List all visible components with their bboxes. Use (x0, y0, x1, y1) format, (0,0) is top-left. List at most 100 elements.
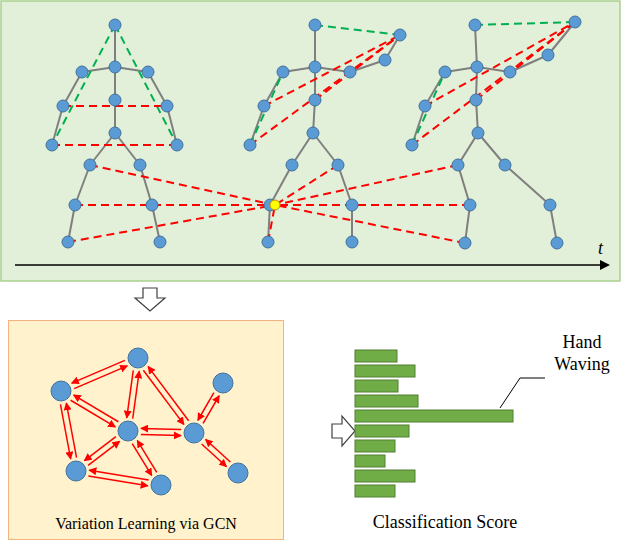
score-bar (355, 455, 385, 467)
joint (309, 19, 321, 31)
red-arrow (74, 395, 119, 422)
red-link (275, 165, 338, 205)
joint (84, 159, 96, 171)
right-arrow (332, 416, 355, 446)
score-bar (355, 470, 415, 482)
red-link (275, 204, 470, 206)
graph-node (118, 421, 138, 441)
joint (142, 66, 154, 78)
joint (332, 159, 344, 171)
red-link (75, 204, 275, 206)
joint (161, 100, 173, 112)
red-arrow (133, 371, 139, 418)
red-arrow (143, 370, 183, 424)
joint (346, 199, 358, 211)
red-arrow (137, 441, 156, 473)
score-bar (355, 380, 398, 392)
graph-node (51, 381, 71, 401)
joint (154, 236, 166, 248)
leader-line (500, 378, 545, 408)
red-link (425, 22, 575, 106)
time-axis (15, 264, 608, 266)
red-arrow (74, 366, 127, 389)
joint (379, 54, 391, 66)
score-bar (355, 440, 395, 452)
joint (394, 29, 406, 41)
red-arrow (198, 393, 214, 421)
graph-node (213, 373, 233, 393)
score-bar (355, 395, 418, 407)
bone (505, 165, 550, 205)
score-bar (355, 485, 395, 497)
green-link (52, 25, 115, 145)
joint (146, 199, 158, 211)
red-arrow (141, 428, 181, 429)
joint (309, 61, 321, 73)
joint (472, 127, 484, 139)
graph-node (184, 423, 204, 443)
red-arrow (89, 470, 148, 480)
red-arrow (206, 440, 231, 463)
joint (544, 199, 556, 211)
green-link (115, 25, 177, 145)
joint (46, 139, 58, 151)
red-arrow (88, 476, 147, 486)
graph-node (151, 475, 171, 495)
red-arrow (141, 434, 181, 435)
joint (134, 159, 146, 171)
graph-illustration (9, 321, 285, 541)
joint (57, 100, 69, 112)
joint (469, 19, 481, 31)
joint (62, 236, 74, 248)
green-link (315, 25, 400, 35)
joint (452, 159, 464, 171)
red-link (90, 165, 275, 205)
joint (464, 199, 476, 211)
red-link (264, 35, 400, 106)
center-dot (270, 200, 280, 210)
red-arrow (127, 370, 133, 417)
joint (262, 236, 274, 248)
score-bar (355, 425, 409, 437)
red-link (275, 165, 458, 205)
joint (569, 16, 581, 28)
graph-node (228, 463, 248, 483)
box-label: Variation Learning via GCN (9, 515, 283, 533)
callout-label: Hand Waving (548, 331, 616, 375)
chart-caption: Classification Score (345, 512, 545, 533)
joint (69, 199, 81, 211)
graph-node (128, 348, 148, 368)
joint (419, 100, 431, 112)
red-arrow (72, 360, 125, 383)
joint (307, 127, 319, 139)
red-arrow (71, 400, 116, 427)
red-link (52, 144, 177, 146)
joint (109, 94, 121, 106)
axis-label: t (598, 238, 603, 259)
joint (470, 94, 482, 106)
panel (1, 1, 620, 281)
joint (109, 61, 121, 73)
red-arrow (60, 404, 70, 458)
joint (439, 66, 451, 78)
joint (551, 237, 563, 249)
joint (258, 100, 270, 112)
red-link (68, 205, 275, 242)
green-link (475, 22, 575, 25)
score-bar (355, 350, 397, 362)
red-link (315, 35, 400, 100)
joint (109, 19, 121, 31)
joint (286, 159, 298, 171)
score-bar (355, 410, 513, 422)
joint (171, 139, 183, 151)
red-link (412, 22, 575, 145)
red-arrow (148, 367, 188, 421)
bone (270, 165, 292, 205)
red-arrow (203, 396, 219, 424)
joint (542, 49, 554, 61)
graph-node (66, 461, 86, 481)
red-link (476, 22, 575, 100)
down-arrow (135, 288, 165, 311)
joint (244, 139, 256, 151)
